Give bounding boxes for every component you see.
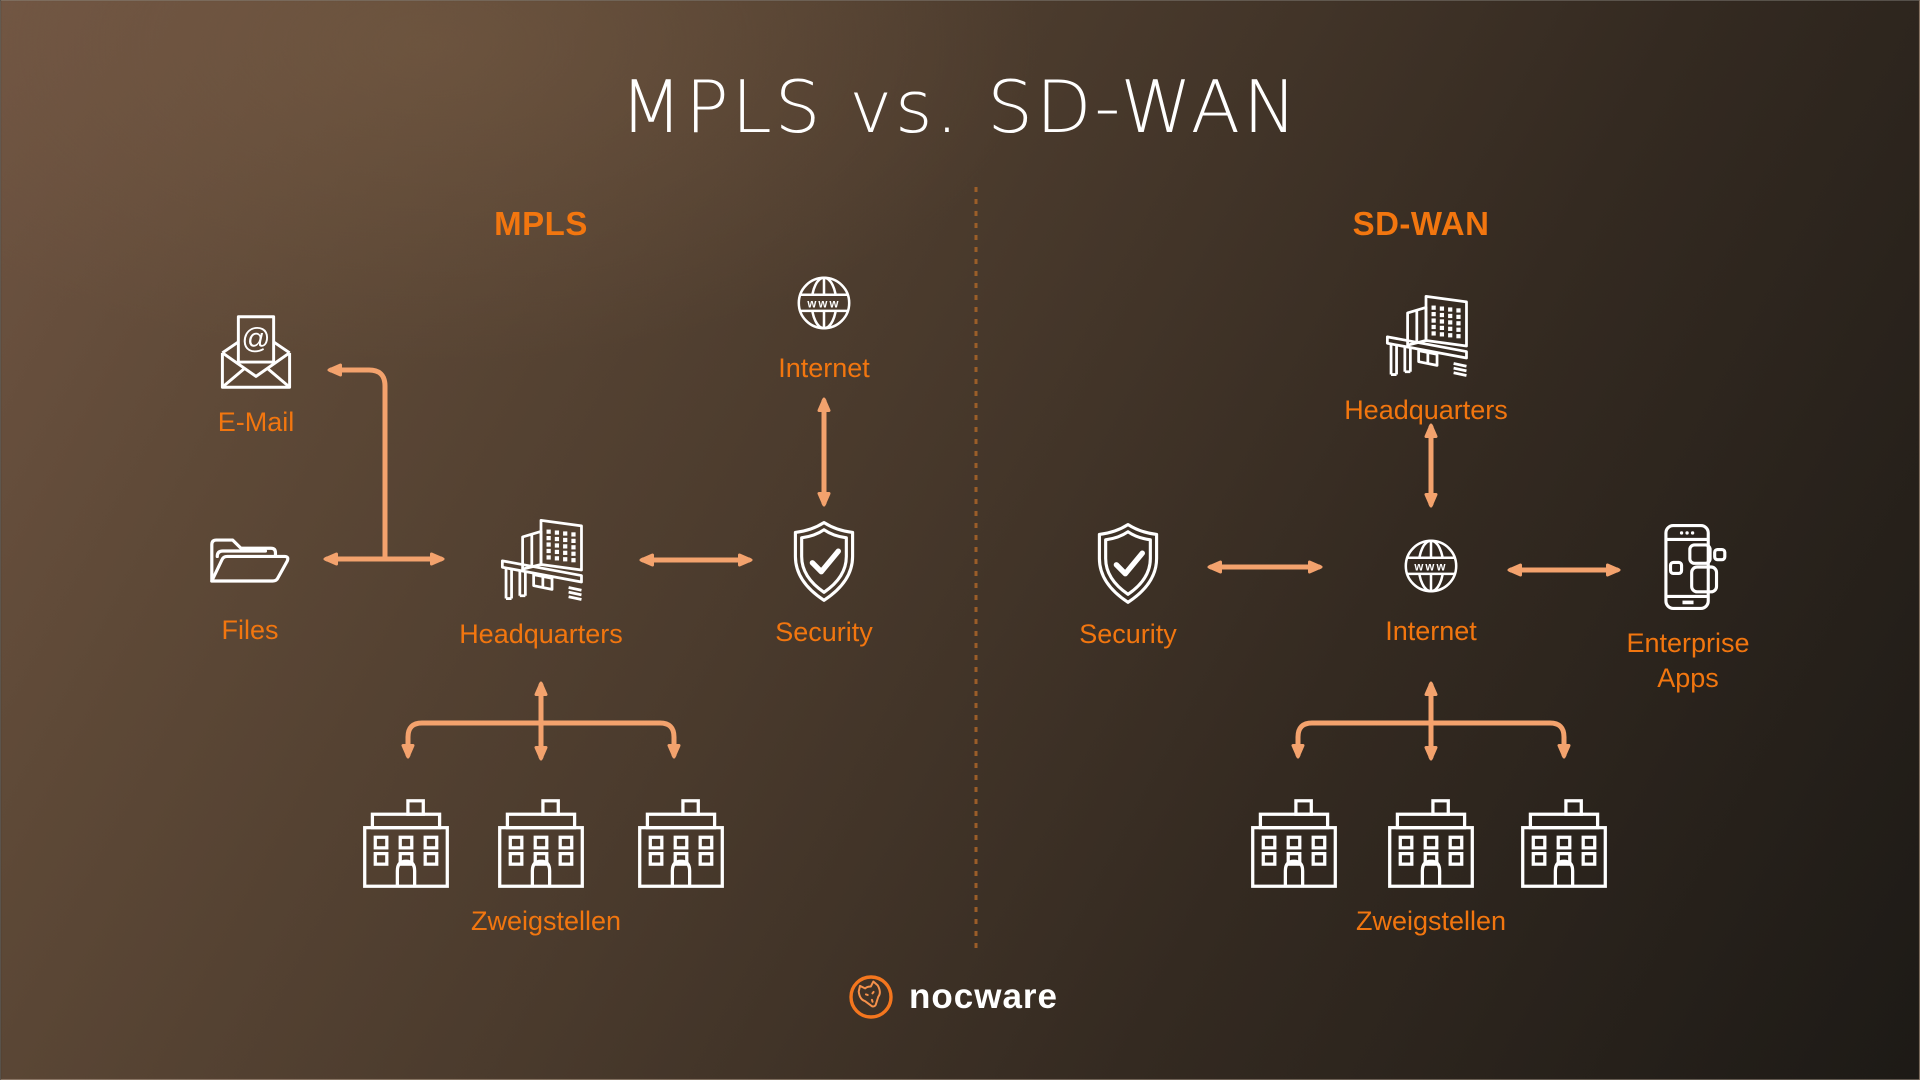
node-headquarters-left: Headquarters: [459, 513, 623, 652]
globe-www-icon: www: [797, 276, 851, 330]
shield-check-icon: [1097, 523, 1159, 604]
at-symbol: @: [242, 323, 271, 355]
page-title: MPLS vs. SD-WAN: [620, 65, 1300, 149]
sdwan-header: SD-WAN: [1352, 205, 1490, 242]
branch-building-icon: [1388, 799, 1474, 888]
shield-check-icon: [793, 521, 855, 602]
office-building-icon: [500, 518, 583, 601]
branch-building-icon: [638, 799, 724, 888]
email-icon: @: [220, 315, 292, 389]
node-internet-left: www Internet: [744, 267, 904, 386]
brand-name: nocware: [909, 977, 1058, 1016]
folder-icon: [210, 538, 290, 583]
branch-building-icon: [1521, 799, 1607, 888]
branches-right-label: Zweigstellen: [1355, 906, 1507, 936]
node-files: Files: [170, 521, 330, 648]
security-left-label: Security: [775, 617, 873, 647]
security-right-label: Security: [1079, 619, 1177, 649]
smartphone-apps-icon: [1664, 524, 1727, 610]
arrow-branches-split-left: [401, 720, 681, 759]
node-enterprise-apps: Enterprise Apps: [1613, 520, 1763, 696]
enterprise-apps-label: Enterprise Apps: [1626, 628, 1750, 694]
branch-building-icon: [363, 799, 449, 888]
internet-right-label: Internet: [1385, 616, 1477, 646]
www-text: www: [1413, 561, 1447, 573]
files-label: Files: [221, 615, 279, 645]
node-email: @ E-Mail: [176, 311, 336, 440]
internet-left-label: Internet: [778, 353, 870, 383]
www-text: www: [806, 298, 840, 310]
node-internet-right: www Internet: [1351, 530, 1511, 649]
node-security-left: Security: [744, 519, 904, 650]
node-security-right: Security: [1048, 521, 1208, 652]
branch-building-icon: [1251, 799, 1337, 888]
fox-icon: [849, 975, 893, 1019]
arrow-branches-split-right: [1291, 720, 1571, 759]
office-building-icon: [1385, 294, 1468, 377]
branch-building-icon: [498, 799, 584, 888]
arrow-headquarters-to-email: [327, 363, 388, 560]
mpls-header: MPLS: [494, 205, 588, 242]
node-headquarters-right: Headquarters: [1326, 289, 1526, 428]
headquarters-left-label: Headquarters: [459, 619, 623, 649]
headquarters-right-label: Headquarters: [1344, 395, 1508, 425]
brand-logo: nocware: [847, 973, 1058, 1021]
email-label: E-Mail: [217, 407, 295, 437]
globe-www-icon: www: [1404, 539, 1458, 593]
branches-left-label: Zweigstellen: [470, 906, 622, 936]
